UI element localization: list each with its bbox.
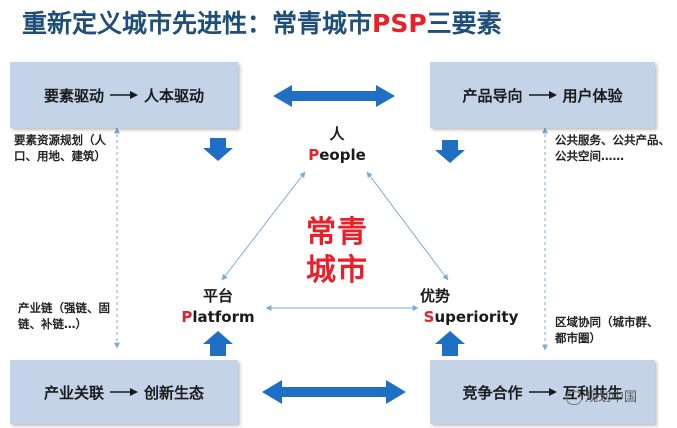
node-superiority-rest: uperiority [434, 308, 519, 326]
note-right-top: 公共服务、公共产品、公共空间…… [555, 133, 670, 163]
center-line1: 常青 [306, 215, 368, 250]
node-people-rest: eople [319, 146, 366, 164]
top-double-arrow [273, 85, 395, 107]
node-people-cn: 人 [329, 125, 345, 143]
down-arrow-left [203, 138, 233, 161]
box-bottom-left-to: 创新生态 [144, 383, 205, 402]
box-top-right: 产品导向 用户体验 [430, 62, 655, 128]
edge-people-platform [221, 171, 306, 281]
node-platform-initial: P [181, 308, 193, 326]
node-people: 人 People [294, 124, 380, 166]
node-superiority: 优势 Superiority [410, 286, 532, 328]
watermark-text: 规划中国 [585, 390, 638, 405]
box-bottom-right-from: 竞争合作 [462, 383, 523, 402]
center-line2: 城市 [306, 253, 368, 288]
box-top-left-from: 要素驱动 [43, 86, 104, 105]
note-left-bottom: 产业链（强链、固链、补链…） [18, 301, 110, 331]
wechat-icon [566, 390, 582, 405]
title-prefix: 重新定义城市先进性：常青城市 [22, 9, 373, 38]
title-suffix: 三要素 [426, 9, 502, 38]
up-arrow-left [203, 331, 233, 356]
box-bottom-left: 产业关联 创新生态 [10, 360, 238, 424]
down-arrow-right [435, 140, 465, 163]
arrow-right-icon [110, 91, 138, 99]
box-top-right-to: 用户体验 [562, 86, 623, 105]
box-top-left-to: 人本驱动 [144, 86, 205, 105]
node-platform-rest: latform [192, 308, 255, 326]
up-arrow-right [435, 331, 465, 356]
box-top-left: 要素驱动 人本驱动 [10, 62, 238, 128]
arrow-right-icon [110, 388, 138, 396]
bottom-double-arrow [262, 380, 406, 404]
note-left-top: 要素资源规划（人口、用地、建筑） [14, 133, 106, 163]
node-platform: 平台 Platform [168, 286, 268, 328]
node-superiority-cn: 优势 [420, 287, 451, 305]
edge-people-superiority [366, 171, 449, 281]
center-label: 常青 城市 [296, 214, 378, 290]
watermark: 规划中国 [566, 386, 637, 405]
box-top-right-from: 产品导向 [462, 86, 523, 105]
note-right-bottom: 区域协同（城市群、都市圈） [555, 315, 659, 345]
arrow-right-icon [528, 388, 557, 396]
title-highlight: PSP [372, 9, 427, 38]
box-bottom-left-from: 产业关联 [43, 383, 104, 402]
node-platform-cn: 平台 [202, 287, 233, 305]
page-title: 重新定义城市先进性：常青城市PSP三要素 [22, 4, 672, 40]
node-people-initial: P [308, 146, 320, 164]
node-superiority-initial: S [423, 308, 435, 326]
arrow-right-icon [528, 91, 557, 99]
